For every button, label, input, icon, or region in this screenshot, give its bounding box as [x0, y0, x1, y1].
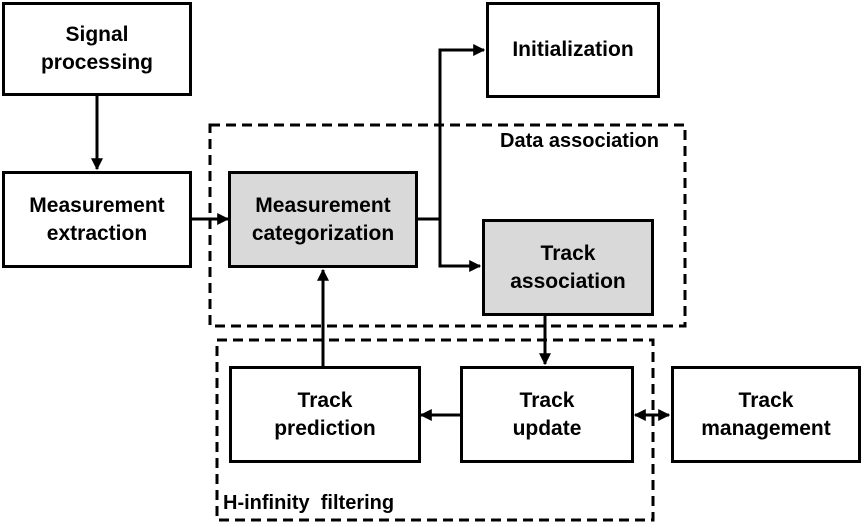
signal-processing-block: Signal processing — [2, 2, 192, 96]
track-prediction-label: Track prediction — [274, 388, 376, 440]
track-update-block: Track update — [460, 366, 634, 463]
measurement-categorization-label: Measurement categorization — [251, 193, 395, 245]
signal-processing-label: Signal processing — [40, 23, 154, 74]
h-infinity-group-outline — [215, 338, 655, 522]
track-prediction-block: Track prediction — [229, 366, 421, 463]
track-management-block: Track management — [671, 366, 861, 463]
track-management-label: Track management — [701, 388, 831, 440]
track-update-label: Track update — [512, 388, 582, 440]
h-infinity-group-label: H-infinity filtering — [223, 492, 395, 514]
measurement-extraction-block: Measurement extraction — [2, 171, 192, 268]
initialization-block: Initialization — [486, 2, 660, 98]
measurement-categorization-block: Measurement categorization — [228, 171, 418, 268]
track-association-label: Track association — [510, 241, 626, 293]
measurement-extraction-label: Measurement extraction — [29, 193, 165, 245]
arrow-categorization-to-initialization — [418, 44, 486, 221]
data-association-group-outline — [208, 123, 687, 328]
initialization-label: Initialization — [512, 38, 634, 61]
data-association-group-label: Data association — [500, 130, 659, 152]
arrow-categorization-to-association — [438, 219, 482, 272]
track-association-block: Track association — [482, 219, 654, 316]
